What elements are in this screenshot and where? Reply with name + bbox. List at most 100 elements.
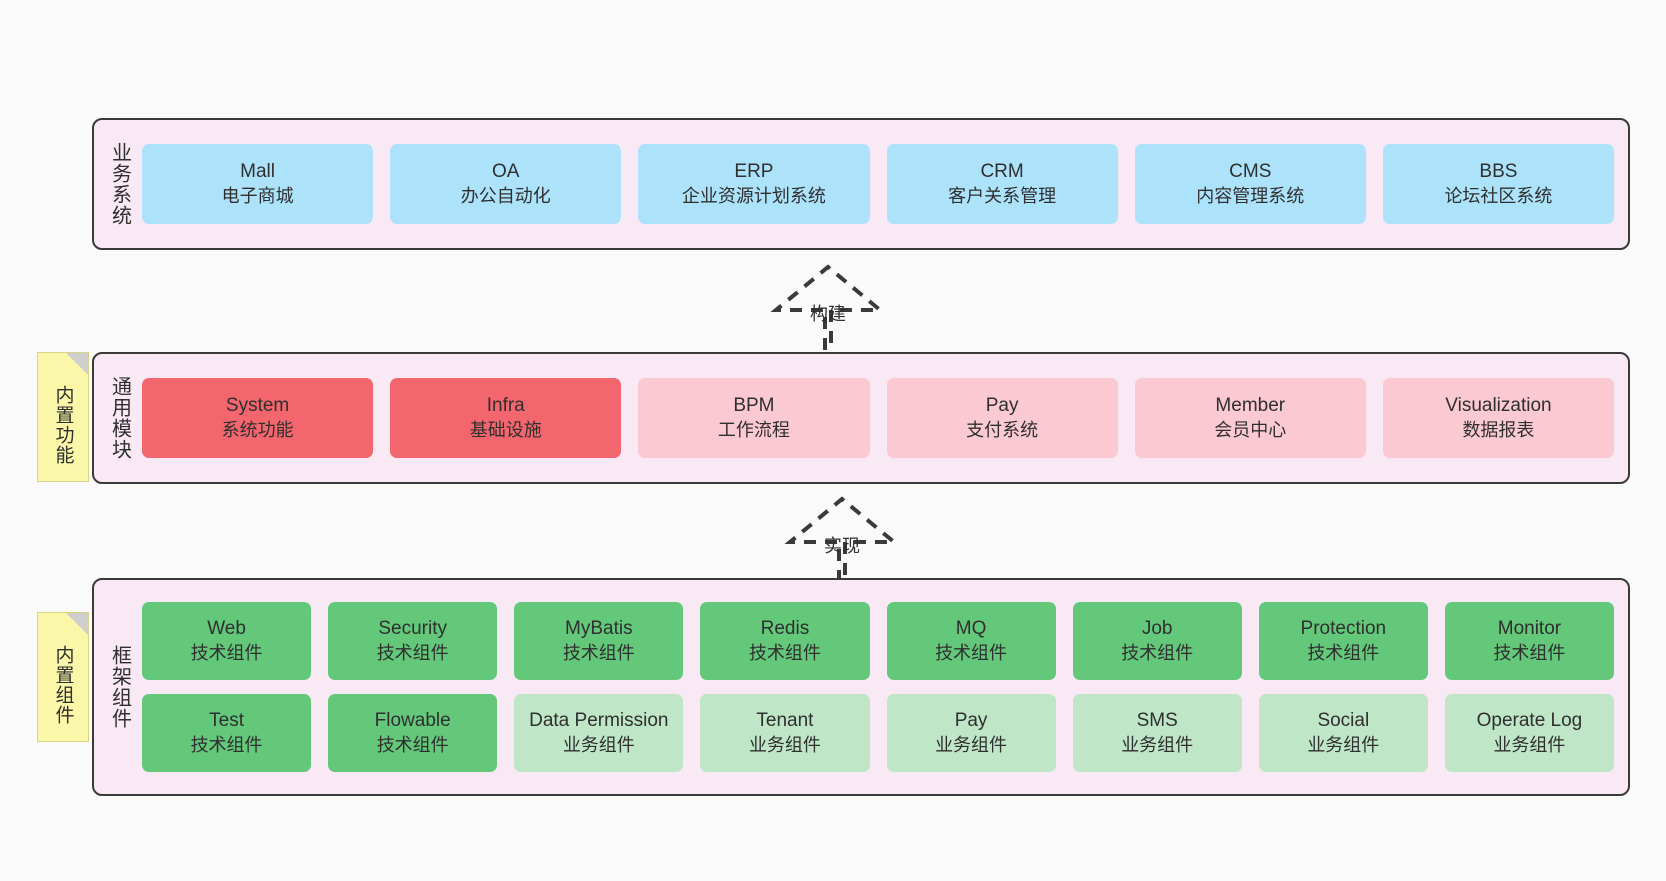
connector-build-arrow bbox=[770, 264, 886, 350]
card-title: Pay bbox=[985, 395, 1019, 417]
card-title: BPM bbox=[733, 395, 775, 417]
card-subtitle: 业务组件 bbox=[1493, 734, 1566, 755]
card-title: Security bbox=[378, 618, 447, 640]
card-redis[interactable]: Redis 技术组件 bbox=[700, 602, 870, 680]
layer-body-modules: System 系统功能 Infra 基础设施 BPM 工作流程 Pay 支付系统… bbox=[138, 378, 1628, 458]
note-builtin-components: 内置组件 bbox=[37, 612, 89, 742]
card-subtitle: 办公自动化 bbox=[460, 185, 551, 206]
card-subtitle: 支付系统 bbox=[966, 419, 1039, 440]
card-title: Flowable bbox=[374, 710, 451, 732]
connector-implement: 实现 bbox=[762, 490, 922, 590]
note-builtin-features: 内置功能 bbox=[37, 352, 89, 482]
card-subtitle: 工作流程 bbox=[717, 419, 790, 440]
card-title: Web bbox=[207, 618, 246, 640]
card-row: System 系统功能 Infra 基础设施 BPM 工作流程 Pay 支付系统… bbox=[142, 378, 1615, 458]
card-web[interactable]: Web 技术组件 bbox=[142, 602, 312, 680]
card-subtitle: 业务组件 bbox=[1307, 734, 1380, 755]
card-subtitle: 技术组件 bbox=[190, 642, 263, 663]
layer-body-business: Mall 电子商城 OA 办公自动化 ERP 企业资源计划系统 CRM 客户关系… bbox=[138, 144, 1628, 224]
card-operate-log[interactable]: Operate Log 业务组件 bbox=[1444, 694, 1614, 772]
card-title: Job bbox=[1141, 618, 1173, 640]
layer-body-framework: Web 技术组件 Security 技术组件 MyBatis 技术组件 Redi… bbox=[138, 602, 1628, 772]
card-subtitle: 技术组件 bbox=[376, 734, 449, 755]
card-title: Tenant bbox=[756, 710, 814, 732]
card-crm[interactable]: CRM 客户关系管理 bbox=[886, 144, 1118, 224]
card-subtitle: 业务组件 bbox=[562, 734, 635, 755]
card-title: Monitor bbox=[1497, 618, 1562, 640]
card-title: Data Permission bbox=[529, 710, 669, 732]
card-title: MyBatis bbox=[565, 618, 633, 640]
card-subtitle: 论坛社区系统 bbox=[1444, 185, 1553, 206]
card-subtitle: 技术组件 bbox=[190, 734, 263, 755]
card-oa[interactable]: OA 办公自动化 bbox=[390, 144, 622, 224]
card-subtitle: 技术组件 bbox=[562, 642, 635, 663]
card-cms[interactable]: CMS 内容管理系统 bbox=[1134, 144, 1366, 224]
card-title: Operate Log bbox=[1476, 710, 1583, 732]
card-job[interactable]: Job 技术组件 bbox=[1072, 602, 1242, 680]
note-fold-icon bbox=[66, 353, 88, 375]
note-fold-icon bbox=[66, 613, 88, 635]
card-social[interactable]: Social 业务组件 bbox=[1258, 694, 1428, 772]
card-mq[interactable]: MQ 技术组件 bbox=[886, 602, 1056, 680]
card-title: SMS bbox=[1136, 710, 1178, 732]
card-title: Mall bbox=[240, 161, 275, 183]
card-title: Redis bbox=[760, 618, 810, 640]
card-infra[interactable]: Infra 基础设施 bbox=[390, 378, 622, 458]
card-mall[interactable]: Mall 电子商城 bbox=[142, 144, 374, 224]
card-title: MQ bbox=[955, 618, 987, 640]
card-subtitle: 企业资源计划系统 bbox=[681, 185, 826, 206]
card-title: ERP bbox=[734, 161, 774, 183]
card-subtitle: 基础设施 bbox=[469, 419, 542, 440]
card-subtitle: 业务组件 bbox=[1121, 734, 1194, 755]
card-title: OA bbox=[492, 161, 520, 183]
card-title: Visualization bbox=[1445, 395, 1552, 417]
layer-title-modules: 通用模块 bbox=[108, 376, 131, 460]
card-row-biz: Test 技术组件 Flowable 技术组件 Data Permission … bbox=[142, 694, 1614, 772]
card-subtitle: 技术组件 bbox=[1121, 642, 1194, 663]
card-title: Pay bbox=[954, 710, 988, 732]
layer-title-framework: 框架组件 bbox=[108, 645, 131, 729]
card-row-tech: Web 技术组件 Security 技术组件 MyBatis 技术组件 Redi… bbox=[142, 602, 1614, 680]
card-security[interactable]: Security 技术组件 bbox=[328, 602, 498, 680]
card-data-permission[interactable]: Data Permission 业务组件 bbox=[514, 694, 684, 772]
card-subtitle: 电子商城 bbox=[221, 185, 294, 206]
card-sms[interactable]: SMS 业务组件 bbox=[1072, 694, 1242, 772]
card-system[interactable]: System 系统功能 bbox=[142, 378, 374, 458]
card-subtitle: 内容管理系统 bbox=[1196, 185, 1305, 206]
card-title: Protection bbox=[1300, 618, 1387, 640]
card-flowable[interactable]: Flowable 技术组件 bbox=[328, 694, 498, 772]
card-title: Member bbox=[1215, 395, 1286, 417]
card-test[interactable]: Test 技术组件 bbox=[142, 694, 312, 772]
card-title: CRM bbox=[980, 161, 1024, 183]
card-row: Mall 电子商城 OA 办公自动化 ERP 企业资源计划系统 CRM 客户关系… bbox=[142, 144, 1615, 224]
card-title: BBS bbox=[1479, 161, 1518, 183]
note-label: 内置组件 bbox=[52, 645, 74, 725]
card-subtitle: 业务组件 bbox=[935, 734, 1008, 755]
connector-implement-arrow bbox=[784, 496, 900, 582]
card-subtitle: 系统功能 bbox=[221, 419, 294, 440]
card-visualization[interactable]: Visualization 数据报表 bbox=[1382, 378, 1615, 458]
card-monitor[interactable]: Monitor 技术组件 bbox=[1444, 602, 1614, 680]
card-title: Social bbox=[1317, 710, 1370, 732]
layer-framework-components: 框架组件 Web 技术组件 Security 技术组件 MyBatis 技术组件… bbox=[92, 578, 1630, 796]
card-subtitle: 数据报表 bbox=[1462, 419, 1535, 440]
card-tenant[interactable]: Tenant 业务组件 bbox=[700, 694, 870, 772]
note-label: 内置功能 bbox=[52, 385, 74, 465]
layer-title-business: 业务系统 bbox=[108, 142, 131, 226]
card-erp[interactable]: ERP 企业资源计划系统 bbox=[638, 144, 870, 224]
card-title: Test bbox=[209, 710, 244, 732]
card-bpm[interactable]: BPM 工作流程 bbox=[638, 378, 870, 458]
card-bbs[interactable]: BBS 论坛社区系统 bbox=[1382, 144, 1615, 224]
card-mybatis[interactable]: MyBatis 技术组件 bbox=[514, 602, 684, 680]
card-pay-biz[interactable]: Pay 业务组件 bbox=[886, 694, 1056, 772]
card-protection[interactable]: Protection 技术组件 bbox=[1258, 602, 1428, 680]
card-subtitle: 会员中心 bbox=[1214, 419, 1287, 440]
card-title: System bbox=[225, 395, 290, 417]
card-subtitle: 技术组件 bbox=[1307, 642, 1380, 663]
card-member[interactable]: Member 会员中心 bbox=[1134, 378, 1366, 458]
card-pay[interactable]: Pay 支付系统 bbox=[886, 378, 1118, 458]
card-title: Infra bbox=[486, 395, 525, 417]
card-subtitle: 客户关系管理 bbox=[948, 185, 1057, 206]
layer-common-modules: 通用模块 System 系统功能 Infra 基础设施 BPM 工作流程 Pay… bbox=[92, 352, 1630, 484]
